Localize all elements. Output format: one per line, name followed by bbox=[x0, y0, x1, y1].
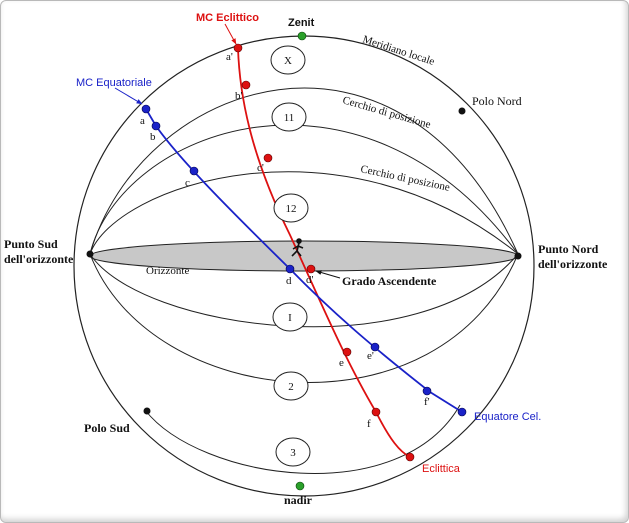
south-pole-point bbox=[143, 407, 151, 415]
south-point-label-1: Punto Sud bbox=[4, 237, 58, 251]
point-f-prime bbox=[422, 386, 432, 396]
point-b-prime-label: b' bbox=[235, 90, 243, 102]
horizon-label: Orizzonte bbox=[146, 265, 189, 277]
mc-ecliptic-pointer bbox=[224, 23, 237, 45]
mc-equatorial-pointer bbox=[114, 87, 143, 105]
house-10-label: X bbox=[284, 55, 292, 67]
point-a-prime-label: a' bbox=[226, 51, 233, 63]
point-a-prime bbox=[233, 43, 243, 53]
house-12-circle bbox=[273, 193, 309, 223]
house-arc-3 bbox=[144, 404, 461, 474]
house-1-circle bbox=[272, 302, 308, 332]
position-circle-1-label: Cerchio di posizione bbox=[341, 94, 432, 131]
point-f bbox=[371, 407, 381, 417]
point-a-label: a bbox=[140, 115, 145, 127]
mc-equatorial-label: MC Equatoriale bbox=[76, 77, 152, 89]
zenith-point bbox=[297, 31, 307, 41]
point-c-label: c bbox=[185, 177, 190, 189]
local-meridian-arc bbox=[89, 87, 519, 255]
point-c-prime bbox=[263, 153, 273, 163]
house-2-circle bbox=[273, 371, 309, 401]
point-d-prime-label: d' bbox=[306, 274, 314, 286]
point-b-prime bbox=[241, 80, 251, 90]
house-3-label: 3 bbox=[290, 447, 296, 459]
house-circles-labels: X 11 12 I 2 3 bbox=[270, 45, 311, 467]
nadir-point bbox=[295, 481, 305, 491]
north-point-label-2: dell'orizzonte bbox=[538, 257, 608, 271]
point-d bbox=[285, 264, 295, 274]
north-pole-point bbox=[458, 107, 466, 115]
ecliptic-end-point bbox=[405, 452, 415, 462]
house-11-circle bbox=[271, 102, 307, 132]
ecliptic-label: Eclittica bbox=[422, 463, 461, 475]
point-e-label: e bbox=[339, 357, 344, 369]
black-points bbox=[86, 107, 522, 415]
house-3-circle bbox=[275, 437, 311, 467]
equator-end-point bbox=[457, 407, 467, 417]
ecliptic-points bbox=[233, 43, 415, 462]
zenith-label: Zenit bbox=[288, 17, 315, 29]
ascendant-pointer bbox=[315, 270, 341, 279]
point-a bbox=[141, 104, 151, 114]
local-meridian-label: Meridiano locale bbox=[361, 33, 436, 68]
south-point-label-2: dell'orizzonte bbox=[4, 252, 74, 266]
point-e-prime-label: e' bbox=[367, 350, 374, 362]
observer-figure bbox=[291, 238, 304, 257]
position-circle-middle bbox=[89, 171, 519, 255]
mc-ecliptic-label: MC Eclittico bbox=[196, 12, 259, 24]
house-circles bbox=[89, 87, 519, 474]
equator-points bbox=[141, 104, 467, 417]
point-d-label: d bbox=[286, 275, 292, 287]
north-pole-label: Polo Nord bbox=[472, 94, 522, 108]
point-f-prime-label: f' bbox=[424, 396, 430, 408]
north-horizon-point bbox=[514, 252, 522, 260]
position-circle-2-label: Cerchio di posizione bbox=[359, 163, 451, 194]
house-12-label: 12 bbox=[286, 203, 297, 215]
south-pole-label: Polo Sud bbox=[84, 421, 130, 435]
point-d-prime bbox=[306, 264, 316, 274]
point-b bbox=[151, 121, 161, 131]
house-1-label: I bbox=[288, 312, 292, 324]
celestial-equator-label: Equatore Cel. bbox=[474, 411, 541, 423]
point-c-prime-label: c' bbox=[257, 162, 264, 174]
point-c bbox=[189, 166, 199, 176]
nadir-label: nadir bbox=[284, 493, 313, 507]
house-2-label: 2 bbox=[288, 381, 294, 393]
ascendant-label: Grado Ascendente bbox=[342, 274, 437, 288]
house-11-label: 11 bbox=[284, 112, 295, 124]
point-f-label: f bbox=[367, 418, 371, 430]
ecliptic-line bbox=[237, 47, 411, 458]
point-e-prime bbox=[370, 342, 380, 352]
position-circle-upper bbox=[89, 124, 519, 255]
north-point-label-1: Punto Nord bbox=[538, 242, 599, 256]
house-10-circle bbox=[270, 45, 306, 75]
point-b-label: b bbox=[150, 131, 156, 143]
point-e bbox=[342, 347, 352, 357]
south-horizon-point bbox=[86, 250, 94, 258]
